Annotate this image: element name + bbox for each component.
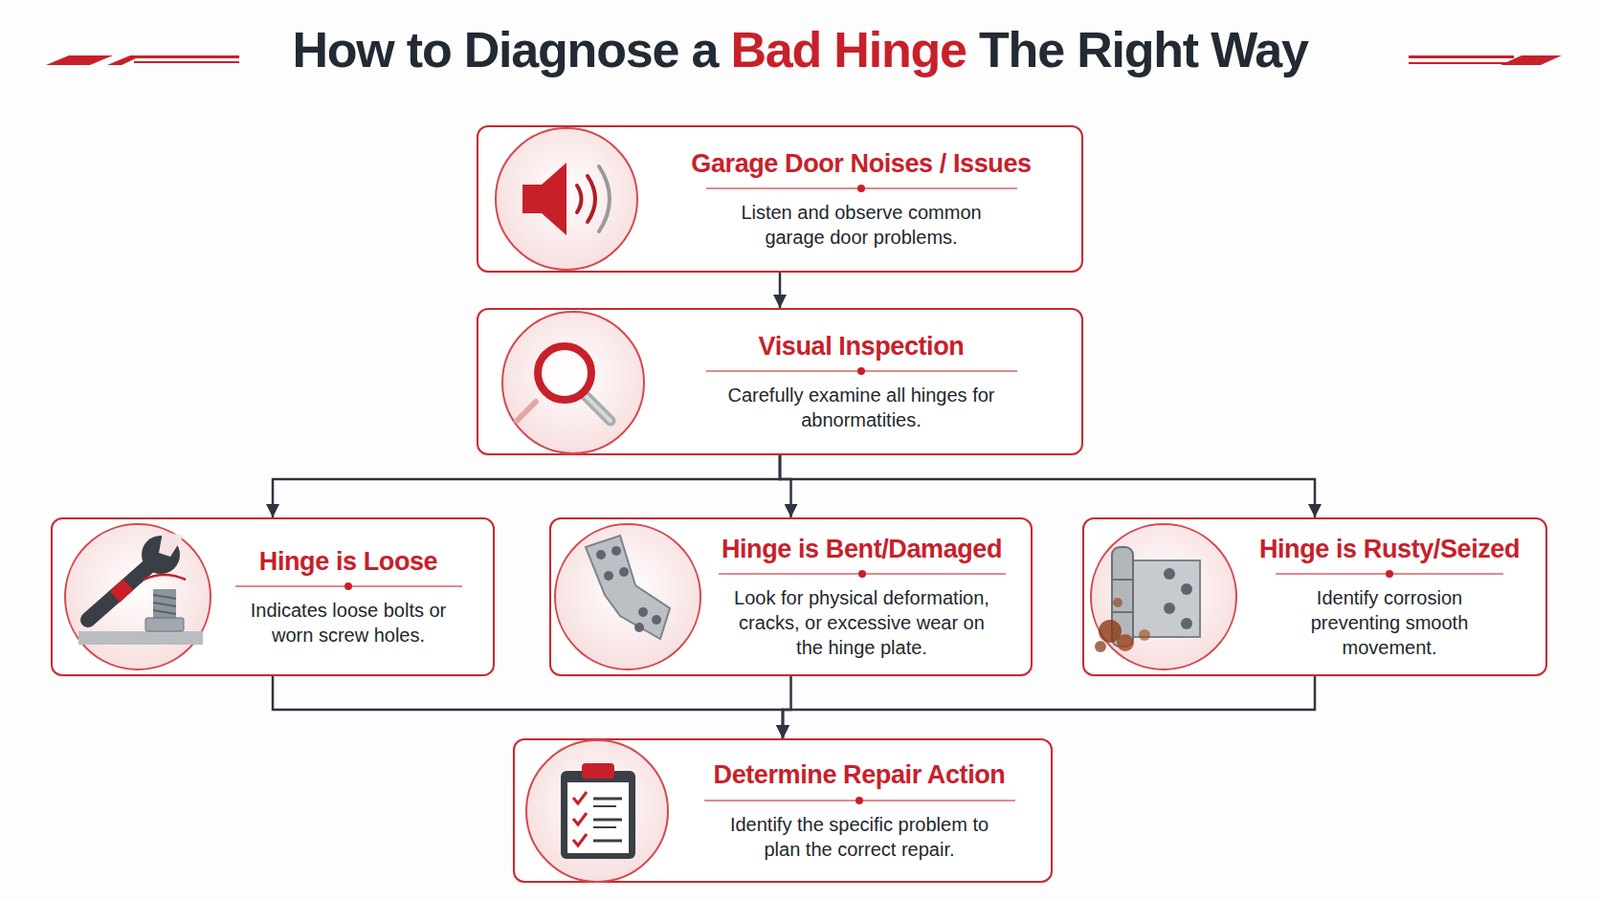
- heading-divider: [706, 370, 1018, 373]
- flow-connector: [778, 272, 782, 309]
- title-word: Hinge: [833, 22, 966, 78]
- box-heading: Visual Inspection: [758, 331, 965, 362]
- flow-connector: [782, 676, 1315, 739]
- box-description: Identify the specific problem to plan th…: [729, 812, 990, 863]
- flow-connector: [779, 455, 792, 518]
- flow-connector: [779, 455, 1315, 518]
- box-description: Indicates loose bolts or worn screw hole…: [228, 598, 468, 648]
- title-word: Diagnose: [464, 22, 679, 78]
- heading-divider: [704, 800, 1016, 802]
- process-box: Hinge is Bent/DamagedLook for physical d…: [549, 517, 1033, 677]
- title-word: Bad: [730, 22, 822, 78]
- box-description: Carefully examine all hinges for abnorma…: [725, 382, 999, 433]
- diagram-title: How to Diagnose a Bad Hinge The Right Wa…: [0, 21, 1600, 79]
- title-word: How: [291, 22, 394, 78]
- box-heading: Hinge is Bent/Damaged: [721, 533, 1002, 565]
- title-word: The: [978, 22, 1065, 78]
- box-heading: Hinge is Rusty/Seized: [1259, 533, 1520, 565]
- process-box: Determine Repair ActionIdentify the spec…: [512, 738, 1053, 884]
- divider-dot: [857, 184, 866, 193]
- title-word: [717, 22, 731, 78]
- flow-connector: [272, 676, 783, 739]
- heading-divider: [1275, 573, 1504, 576]
- process-box: Garage Door Noises / IssuesListen and ob…: [476, 125, 1084, 273]
- title-word: to: [406, 22, 452, 78]
- box-description: Identify corrosion preventing smooth mov…: [1298, 585, 1481, 661]
- box-heading: Determine Repair Action: [713, 759, 1006, 791]
- title-word: [1198, 22, 1211, 78]
- box-description: Listen and observe common garage door pr…: [725, 200, 999, 250]
- title-stripes-left: [45, 55, 240, 66]
- title-word: [1064, 22, 1077, 78]
- divider-dot: [857, 367, 866, 376]
- flow-connector: [782, 676, 792, 739]
- process-box: Hinge is Rusty/SeizedIdentify corrosion …: [1082, 517, 1548, 677]
- title-word: [821, 22, 834, 78]
- divider-dot: [858, 570, 867, 578]
- heading-divider: [706, 187, 1018, 190]
- title-stripes-right: [1408, 55, 1562, 66]
- process-box: Hinge is LooseIndicates loose bolts or w…: [50, 517, 495, 677]
- title-word: Way: [1210, 22, 1308, 78]
- box-heading: Hinge is Loose: [259, 546, 438, 578]
- title-word: [966, 22, 979, 78]
- process-box: Visual InspectionCarefully examine all h…: [476, 308, 1084, 456]
- title-word: [394, 22, 407, 78]
- divider-dot: [855, 797, 864, 805]
- heading-divider: [235, 585, 463, 588]
- box-description: Look for physical deformation, cracks, o…: [729, 585, 996, 661]
- title-word: Right: [1076, 22, 1199, 78]
- box-heading: Garage Door Noises / Issues: [690, 148, 1031, 179]
- title-word: [678, 22, 691, 78]
- title-word: a: [690, 22, 718, 78]
- heading-divider: [718, 573, 1006, 576]
- flow-connector: [272, 455, 780, 518]
- divider-dot: [1385, 570, 1394, 578]
- divider-dot: [344, 582, 353, 591]
- title-word: [450, 22, 464, 78]
